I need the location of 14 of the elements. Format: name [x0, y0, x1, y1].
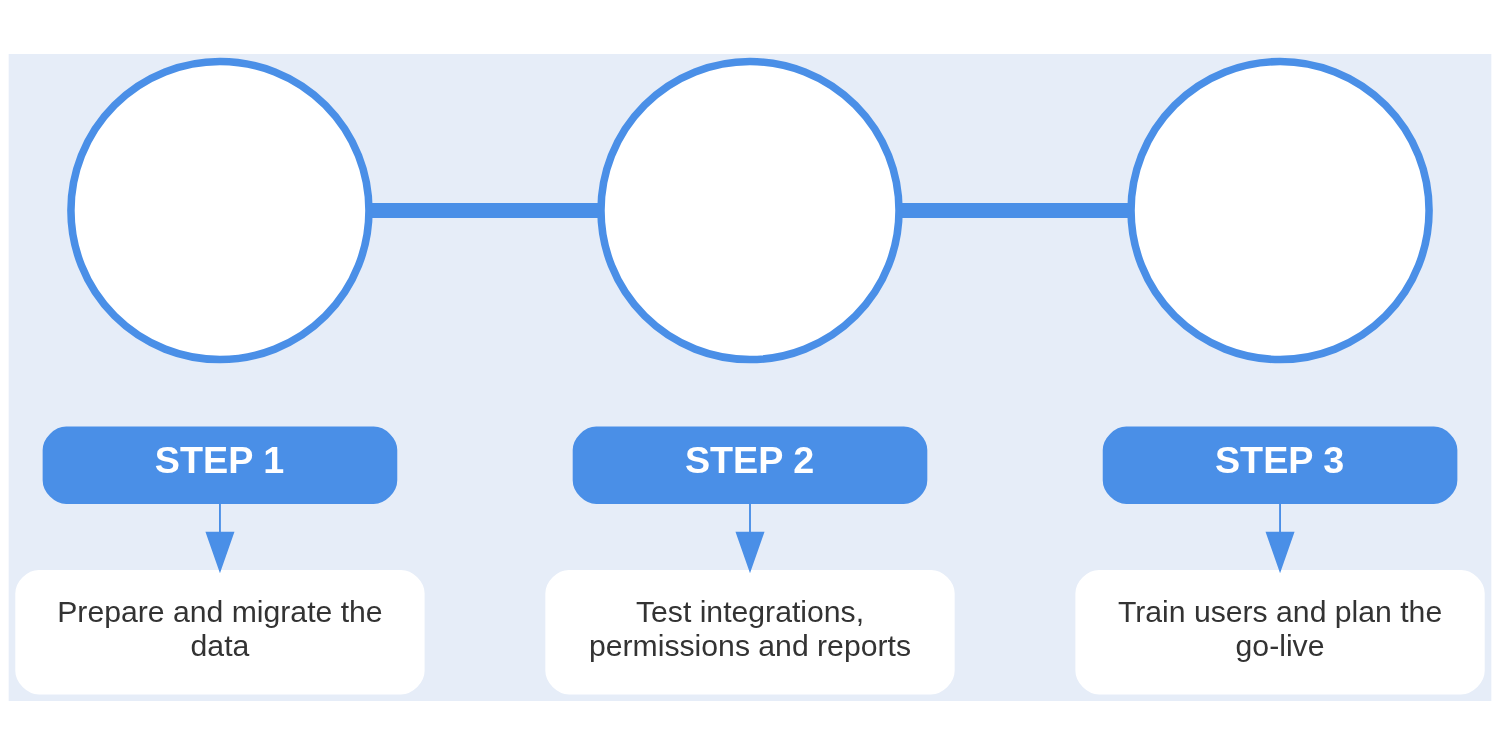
- connector: [899, 202, 1131, 218]
- connector: [369, 202, 601, 218]
- arrow: [205, 501, 235, 573]
- node-box: Prepare and migrate the data: [15, 569, 425, 694]
- node-box: STEP 2: [572, 426, 928, 504]
- arrow: [1265, 501, 1295, 573]
- node-circle: [597, 57, 903, 363]
- node-box: Train users and plan the go-live: [1075, 569, 1485, 694]
- node-circle: [67, 57, 373, 363]
- node-box: STEP 1: [42, 426, 398, 504]
- node-box: STEP 3: [1102, 426, 1458, 504]
- arrow: [735, 501, 765, 573]
- node-box: Test integrations, permissions and reports: [545, 569, 955, 694]
- node-circle: [1127, 57, 1433, 363]
